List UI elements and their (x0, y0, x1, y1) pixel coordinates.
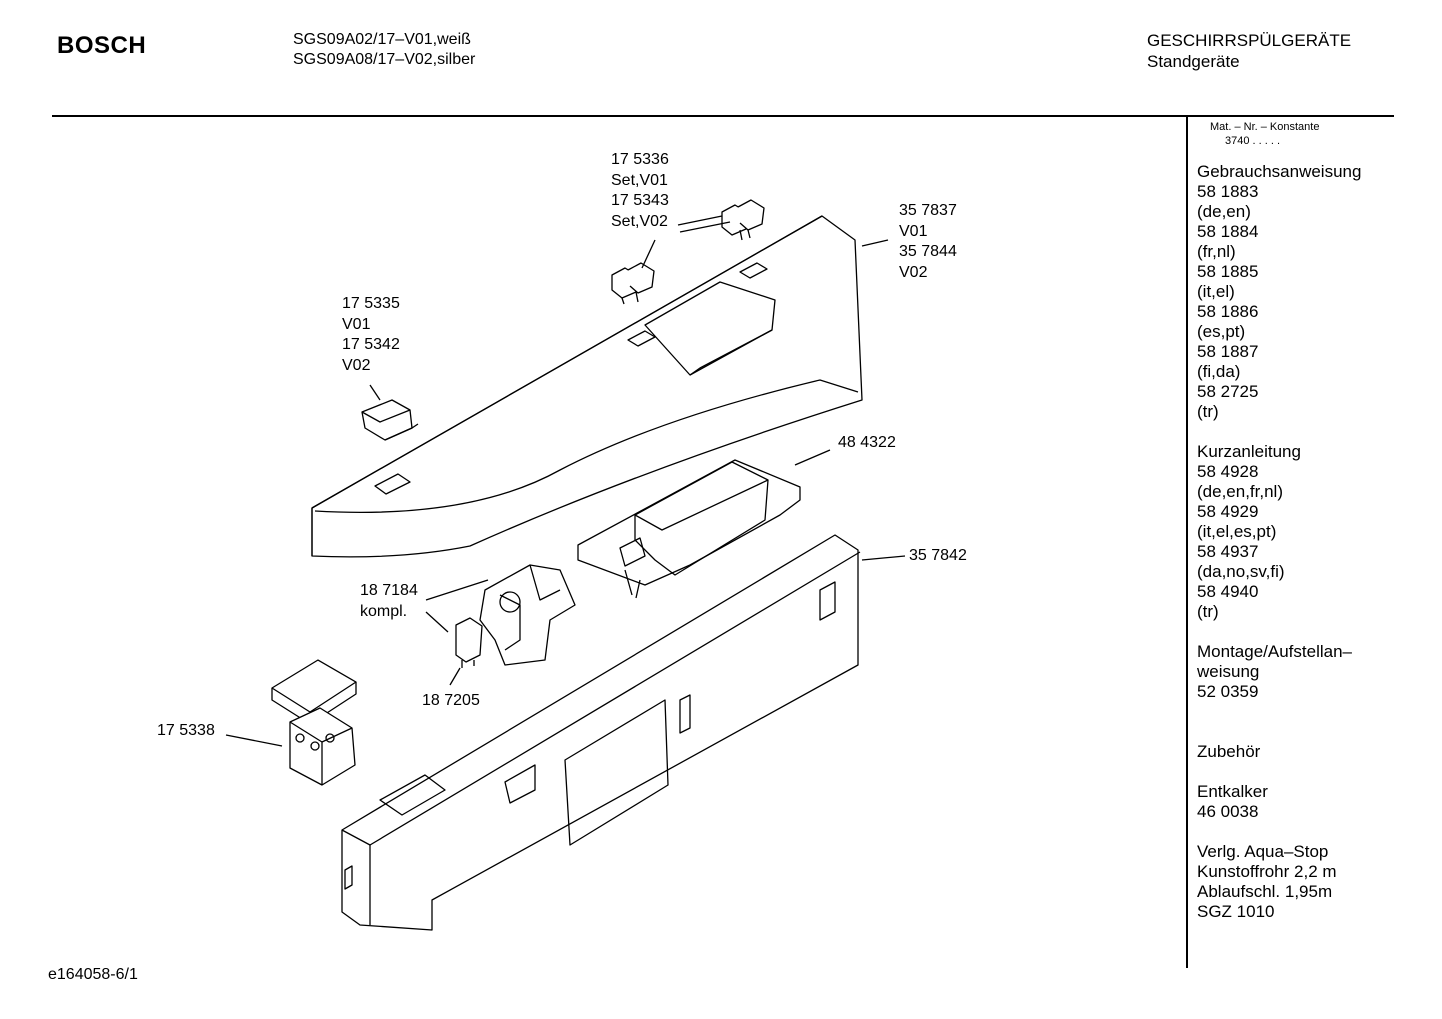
control-panel-fascia (311, 215, 863, 558)
sidebar-line: (it,el) (1197, 282, 1235, 301)
part-187205 (455, 617, 483, 668)
callout-line: V02 (342, 356, 371, 374)
callout-line: 18 7184 (360, 582, 418, 599)
sidebar-line: 58 1885 (1197, 262, 1259, 281)
model-numbers: SGS09A02/17–V01,weiß SGS09A08/17–V02,sil… (293, 30, 475, 70)
callout-357842: 35 7842 (909, 546, 967, 567)
callout-175338: 17 5338 (157, 721, 215, 742)
model-line: SGS09A02/17–V01,weiß (293, 31, 471, 48)
category-block: GESCHIRRSPÜLGERÄTE Standgeräte (1147, 30, 1351, 72)
callout-line: 17 5342 (342, 336, 400, 353)
sidebar-line: Kunstoffrohr 2,2 m (1197, 862, 1337, 881)
part-button-set-175336 (611, 199, 765, 305)
sidebar-line: 58 4937 (1197, 542, 1259, 561)
callout-line: V01 (899, 222, 928, 240)
callout-line: V01 (342, 315, 371, 333)
sidebar-line: (tr) (1197, 402, 1219, 421)
callout-line: 18 7205 (422, 692, 480, 709)
leader-lines (225, 215, 906, 747)
callout-line: V02 (899, 263, 928, 281)
callout-line: kompl. (360, 602, 408, 620)
callout-line: 17 5335 (342, 295, 400, 312)
callout-357837: 35 7837 V01 35 7844 V02 (899, 201, 957, 283)
sidebar-line: (it,el,es,pt) (1197, 522, 1277, 541)
sidebar-line: 52 0359 (1197, 682, 1259, 701)
sidebar-line: Entkalker (1197, 782, 1268, 801)
sidebar-line: Verlg. Aqua–Stop (1197, 842, 1329, 861)
sidebar-line: Gebrauchsanweisung (1197, 162, 1362, 181)
sidebar-line: Kurzanleitung (1197, 442, 1301, 461)
sidebar-line: (de,en,fr,nl) (1197, 482, 1283, 501)
sidebar-line: (fi,da) (1197, 362, 1241, 381)
callout-line: Set,V02 (611, 212, 668, 230)
part-switch-187184 (479, 564, 576, 666)
callout-175336: 17 5336 Set,V01 17 5343 Set,V02 (611, 150, 669, 232)
callout-484322: 48 4322 (838, 433, 896, 454)
callout-line: 35 7837 (899, 202, 957, 219)
callout-line: 35 7844 (899, 243, 957, 260)
sidebar-line: (fr,nl) (1197, 242, 1236, 261)
model-line: SGS09A08/17–V02,silber (293, 51, 476, 68)
sidebar-line: 58 4940 (1197, 582, 1259, 601)
callout-line: 35 7842 (909, 547, 967, 564)
sidebar-line: 58 4928 (1197, 462, 1259, 481)
callout-line: Set,V01 (611, 171, 668, 189)
part-button-175335 (361, 399, 419, 441)
callout-line: 17 5338 (157, 722, 215, 739)
matno-value: 3740 . . . . . (1225, 135, 1281, 147)
part-frame-357842 (341, 534, 861, 931)
callout-line: 17 5343 (611, 192, 669, 209)
callout-187205: 18 7205 (422, 691, 480, 712)
callout-line: 17 5336 (611, 151, 669, 168)
callout-187184: 18 7184 kompl. (360, 581, 418, 622)
sidebar-line: 46 0038 (1197, 802, 1259, 821)
sidebar-line: (da,no,sv,fi) (1197, 562, 1285, 581)
sidebar-line: (es,pt) (1197, 322, 1246, 341)
header-divider (52, 115, 1394, 117)
sidebar-line: Ablaufschl. 1,95m (1197, 882, 1333, 901)
material-number-block: Mat. – Nr. – Konstante 3740 . . . . . (1210, 120, 1319, 148)
sidebar-divider (1186, 117, 1188, 968)
sidebar-line: 58 1883 (1197, 182, 1259, 201)
sidebar-line: 58 1886 (1197, 302, 1259, 321)
sidebar-line: weisung (1197, 662, 1260, 681)
sidebar-line: (tr) (1197, 602, 1219, 621)
sidebar-line: Montage/Aufstellan– (1197, 642, 1352, 661)
sidebar-line: Zubehör (1197, 742, 1261, 761)
sidebar-line: 58 1887 (1197, 342, 1259, 361)
sidebar-line: 58 4929 (1197, 502, 1259, 521)
part-module-484322 (577, 459, 801, 599)
part-175338 (271, 659, 357, 786)
callout-line: 48 4322 (838, 434, 896, 451)
category-title: GESCHIRRSPÜLGERÄTE (1147, 31, 1352, 50)
sidebar-line: SGZ 1010 (1197, 902, 1275, 921)
callout-175335: 17 5335 V01 17 5342 V02 (342, 294, 400, 376)
sidebar-line: (de,en) (1197, 202, 1251, 221)
sidebar-line: 58 2725 (1197, 382, 1259, 401)
brand-logo: BOSCH (57, 32, 147, 59)
category-subtitle: Standgeräte (1147, 52, 1240, 71)
sidebar-line: 58 1884 (1197, 222, 1259, 241)
drawing-code: e164058-6/1 (48, 966, 138, 983)
matno-title: Mat. – Nr. – Konstante (1210, 121, 1320, 133)
